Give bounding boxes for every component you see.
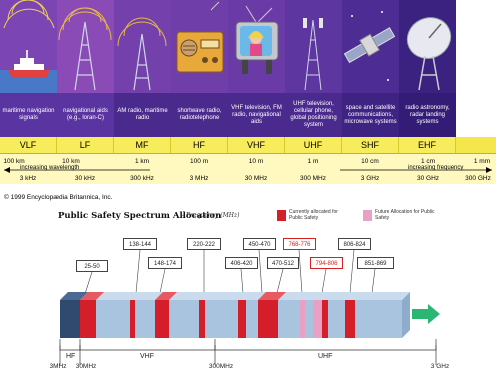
wavelength-label: 1 mm: [473, 158, 491, 165]
antenna-tower-icon: [114, 0, 171, 93]
wavelength-label: 10 m: [248, 158, 264, 165]
public-safety-allocation-diagram: Public Safety Spectrum Allocation - Freq…: [0, 205, 496, 372]
wavelength-label: 100 km: [3, 158, 25, 165]
band-description: navigational aids (e.g., loran-C): [57, 93, 114, 137]
frequency-label: 3 kHz: [19, 175, 37, 182]
legend-swatch-current: [277, 210, 286, 221]
band-column-ehf: radio astronomy, radar landing systems E…: [399, 0, 456, 183]
band-column-shf: space and satellite communications, micr…: [342, 0, 399, 183]
band-label-ehf: EHF: [399, 137, 456, 153]
legend-future-label: Future Allocation for Public Safety: [375, 209, 435, 221]
band-column-lf: navigational aids (e.g., loran-C) LF: [57, 0, 114, 183]
wavelength-label: 100 m: [189, 158, 209, 165]
frequency-label: 30 MHz: [244, 175, 268, 182]
range-label: 25-50: [76, 260, 108, 272]
increasing-frequency-label: increasing frequency: [408, 165, 464, 171]
segment-label-vhf: VHF: [140, 353, 154, 360]
frequency-label: 3 MHz: [189, 175, 209, 182]
band-description: radio astronomy, radar landing systems: [399, 93, 456, 137]
frequency-label: 300 kHz: [130, 175, 154, 182]
segment-label-uhf: UHF: [318, 353, 333, 360]
range-label: 148-174: [148, 257, 182, 269]
wavelength-label: 1 cm: [420, 158, 436, 165]
range-label: 450-470: [243, 238, 276, 250]
axis-label: 300MHz: [208, 363, 234, 370]
axis-label: 3MHz: [49, 363, 67, 370]
axis-label: 30MHz: [75, 363, 97, 370]
frequency-label: 3 GHz: [360, 175, 380, 182]
band-label-vhf: VHF: [228, 137, 285, 153]
band-column-mf: AM radio, maritime radio MF: [114, 0, 171, 183]
band-label-shf: SHF: [342, 137, 399, 153]
wavelength-frequency-scale: 100 km 10 km 1 km 100 m 10 m 1 m 10 cm 1…: [0, 153, 496, 184]
band-label-lf: LF: [57, 137, 114, 153]
band-column-hf: shortwave radio, radiotelephone HF: [171, 0, 228, 183]
legend-swatch-future: [363, 210, 372, 221]
wavelength-label: 1 m: [307, 158, 319, 165]
frequency-label: 30 GHz: [416, 175, 440, 182]
wavelength-label: 10 cm: [361, 158, 379, 165]
diagram-title: Public Safety Spectrum Allocation: [58, 211, 222, 221]
spectrum-bar: [59, 249, 440, 365]
band-label-vlf: VLF: [0, 137, 57, 153]
band-description: AM radio, maritime radio: [114, 93, 171, 137]
frequency-label: 300 MHz: [299, 175, 327, 182]
band-description: space and satellite communications, micr…: [342, 93, 399, 137]
range-label: 220-222: [187, 238, 221, 250]
radio-icon: [171, 0, 228, 93]
band-label-uhf: UHF: [285, 137, 342, 153]
band-label-hf: HF: [171, 137, 228, 153]
band-column-vlf: maritime navigation signals VLF: [0, 0, 57, 183]
ship-icon: [0, 0, 57, 93]
band-description: shortwave radio, radiotelephone: [171, 93, 228, 137]
antenna-tower-icon: [57, 0, 114, 93]
range-label: 138-144: [123, 238, 157, 250]
copyright-credit: © 1999 Encyclopædia Britannica, Inc.: [4, 194, 113, 201]
wavelength-label: 1 km: [134, 158, 150, 165]
television-icon: [228, 0, 285, 93]
range-label: 851-869: [357, 257, 394, 269]
band-description: maritime navigation signals: [0, 93, 57, 137]
segment-label-hf: HF: [66, 353, 76, 360]
band-column-vhf: VHF television, FM radio, navigational a…: [228, 0, 285, 183]
band-label-mf: MF: [114, 137, 171, 153]
range-label: 470-512: [267, 257, 299, 269]
band-column-uhf: UHF television, cellular phone, global p…: [285, 0, 342, 183]
axis-label: 3 GHz: [430, 363, 450, 370]
cell-tower-icon: [285, 0, 342, 93]
wavelength-label: 10 km: [62, 158, 80, 165]
range-label: 406-420: [225, 257, 258, 269]
legend-current-label: Currently allocated for Public Safety: [289, 209, 338, 221]
radio-spectrum-illustration: maritime navigation signals VLF navigati…: [0, 0, 496, 201]
frequency-label: 300 GHz: [465, 175, 491, 182]
satellite-icon: [342, 0, 399, 93]
direction-arrows: [4, 167, 492, 173]
diagram-subtitle: - Frequency (MHz): [182, 212, 240, 219]
range-label: 806-824: [338, 238, 371, 250]
range-label-current: 768-776: [283, 238, 316, 250]
range-label-current: 794-806: [310, 257, 343, 269]
frequency-label: 30 kHz: [74, 175, 96, 182]
satellite-dish-icon: [399, 0, 456, 93]
band-description: UHF television, cellular phone, global p…: [285, 93, 342, 137]
band-description: VHF television, FM radio, navigational a…: [228, 93, 285, 137]
increasing-wavelength-label: increasing wavelength: [20, 165, 80, 171]
